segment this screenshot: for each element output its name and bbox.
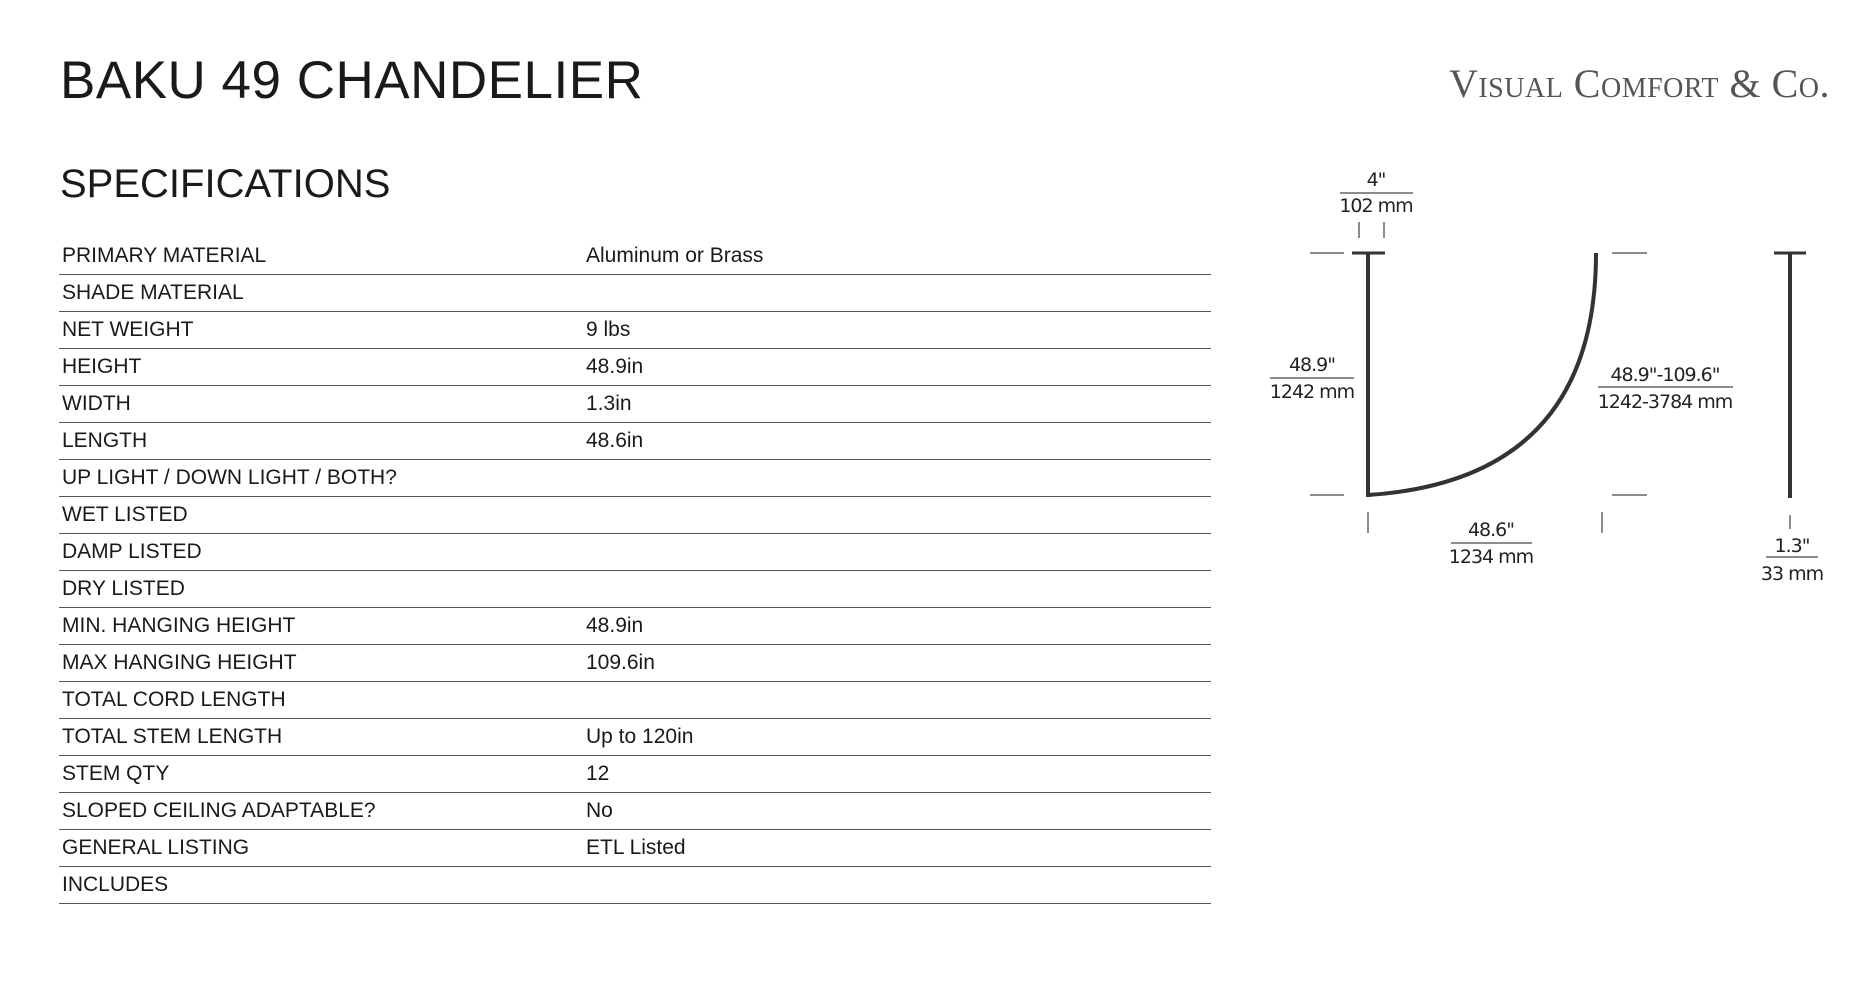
spec-label: MAX HANGING HEIGHT bbox=[62, 651, 297, 674]
spec-row: HEIGHT 48.9in bbox=[59, 349, 1211, 386]
spec-label: TOTAL STEM LENGTH bbox=[62, 725, 283, 748]
length-dim-in: 48.6" bbox=[1468, 519, 1514, 541]
spec-row: DRY LISTED bbox=[59, 571, 1211, 608]
spec-label: DAMP LISTED bbox=[62, 540, 202, 563]
spec-value: 109.6in bbox=[586, 651, 655, 674]
spec-row: MAX HANGING HEIGHT 109.6in bbox=[59, 645, 1211, 682]
arc-body bbox=[1367, 252, 1598, 497]
spec-value: 12 bbox=[586, 762, 610, 785]
spec-value: 48.9in bbox=[586, 355, 644, 378]
spec-label: NET WEIGHT bbox=[62, 318, 194, 341]
spec-row: TOTAL STEM LENGTH Up to 120in bbox=[59, 719, 1211, 756]
spec-value: No bbox=[586, 799, 613, 822]
dimension-marks bbox=[1270, 192, 1818, 558]
spec-row: SHADE MATERIAL bbox=[59, 275, 1211, 312]
spec-row: LENGTH 48.6in bbox=[59, 423, 1211, 460]
spec-row: STEM QTY 12 bbox=[59, 756, 1211, 793]
spec-value: 48.6in bbox=[586, 429, 644, 452]
spec-label: DRY LISTED bbox=[62, 577, 185, 600]
spec-row: INCLUDES bbox=[59, 867, 1211, 904]
spec-label: MIN. HANGING HEIGHT bbox=[62, 614, 296, 637]
brand-logo: Visual Comfort & Co. bbox=[1448, 61, 1830, 106]
spec-label: SHADE MATERIAL bbox=[62, 281, 244, 304]
canopy-dim-mm: 102 mm bbox=[1339, 195, 1412, 217]
spec-row: UP LIGHT / DOWN LIGHT / BOTH? bbox=[59, 460, 1211, 497]
spec-value: Aluminum or Brass bbox=[586, 244, 764, 267]
spec-value: 9 lbs bbox=[586, 318, 631, 341]
spec-row: WIDTH 1.3in bbox=[59, 386, 1211, 423]
width-dim-in: 1.3" bbox=[1775, 535, 1810, 557]
spec-label: HEIGHT bbox=[62, 355, 142, 378]
spec-label: UP LIGHT / DOWN LIGHT / BOTH? bbox=[62, 466, 397, 489]
height-dim-in: 48.9" bbox=[1289, 354, 1335, 376]
section-title: SPECIFICATIONS bbox=[60, 162, 391, 206]
spec-label: LENGTH bbox=[62, 429, 148, 452]
spec-value: 1.3in bbox=[586, 392, 632, 415]
spec-row: NET WEIGHT 9 lbs bbox=[59, 312, 1211, 349]
hanging-dim-mm: 1242-3784 mm bbox=[1598, 391, 1733, 413]
spec-label: TOTAL CORD LENGTH bbox=[62, 688, 286, 711]
height-dim-mm: 1242 mm bbox=[1270, 381, 1354, 403]
spec-value: Up to 120in bbox=[586, 725, 694, 748]
hanging-dim-in: 48.9"-109.6" bbox=[1610, 364, 1719, 386]
width-dim-mm: 33 mm bbox=[1761, 563, 1823, 585]
spec-row: MIN. HANGING HEIGHT 48.9in bbox=[59, 608, 1211, 645]
page-title: BAKU 49 CHANDELIER bbox=[60, 51, 644, 110]
spec-value: 48.9in bbox=[586, 614, 644, 637]
spec-row: DAMP LISTED bbox=[59, 534, 1211, 571]
spec-label: GENERAL LISTING bbox=[62, 836, 250, 859]
spec-label: PRIMARY MATERIAL bbox=[62, 244, 267, 267]
spec-row: WET LISTED bbox=[59, 497, 1211, 534]
spec-row: GENERAL LISTING ETL Listed bbox=[59, 830, 1211, 867]
spec-label: STEM QTY bbox=[62, 762, 170, 785]
spec-label: WIDTH bbox=[62, 392, 131, 415]
spec-value: ETL Listed bbox=[586, 836, 686, 859]
spec-label: SLOPED CEILING ADAPTABLE? bbox=[62, 799, 376, 822]
spec-row: TOTAL CORD LENGTH bbox=[59, 682, 1211, 719]
spec-row: SLOPED CEILING ADAPTABLE? No bbox=[59, 793, 1211, 830]
spec-row: PRIMARY MATERIAL Aluminum or Brass bbox=[59, 238, 1211, 275]
canopy-dim-in: 4" bbox=[1367, 169, 1386, 191]
spec-label: INCLUDES bbox=[62, 873, 169, 896]
spec-label: WET LISTED bbox=[62, 503, 188, 526]
length-dim-mm: 1234 mm bbox=[1449, 546, 1533, 568]
